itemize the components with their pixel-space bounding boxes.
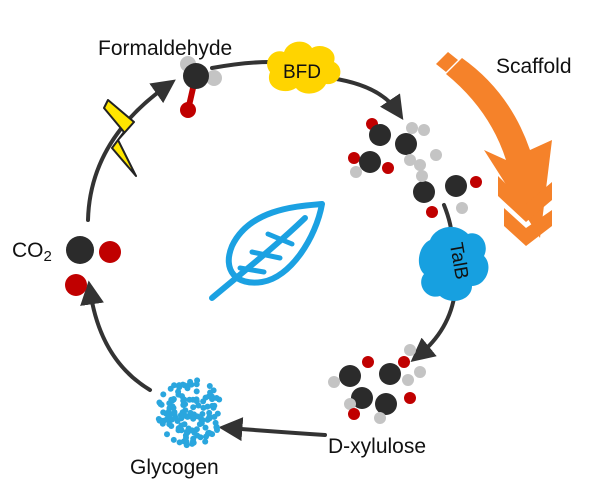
- talb-enzyme: TalB: [418, 226, 489, 301]
- glycogen-unit: [167, 385, 174, 392]
- formaldehyde-molecule: [180, 56, 222, 118]
- glycogen-unit: [180, 402, 187, 408]
- glycogen-unit: [160, 409, 167, 416]
- co2-label-subscript: 2: [43, 248, 52, 265]
- glycogen-unit: [181, 396, 188, 403]
- glycogen-unit: [156, 399, 163, 406]
- glycogen-unit: [164, 415, 171, 422]
- arrow-formaldehyde-to-bfd: [210, 60, 272, 70]
- co2-label-main: CO: [12, 239, 44, 262]
- bfd-enzyme: BFD: [267, 41, 341, 94]
- feather-icon: [209, 201, 325, 301]
- glycogen-unit: [175, 391, 182, 398]
- glycogen-unit: [183, 434, 189, 441]
- glycogen-unit: [190, 404, 197, 411]
- co2-molecule: [65, 236, 121, 296]
- glycogen-unit: [204, 403, 211, 410]
- glycogen-unit: [164, 431, 170, 438]
- scaffold-arrow-icon: [436, 52, 552, 246]
- glycogen-unit: [211, 402, 218, 409]
- glycogen-unit: [195, 402, 202, 409]
- lightning-icon: [103, 99, 137, 177]
- glycogen-unit: [170, 436, 177, 443]
- arrow-co2-to-formaldehyde: [86, 79, 176, 222]
- glycogen-unit: [190, 435, 197, 442]
- glycogen-unit: [199, 411, 206, 417]
- glycogen-unit: [193, 426, 200, 433]
- glycogen-unit: [174, 418, 181, 424]
- glycogen-unit: [184, 385, 191, 392]
- arrow-bfd-to-product: [328, 76, 404, 120]
- glycogen-unit: [202, 424, 209, 431]
- glycogen-unit: [193, 388, 200, 395]
- glycogen-unit: [168, 423, 175, 429]
- glycogen-unit: [212, 419, 219, 426]
- arrow-glycogen-to-co2: [80, 280, 152, 392]
- glycogen-unit: [171, 410, 178, 417]
- glycogen-unit: [181, 421, 188, 428]
- bfd-label: BFD: [283, 62, 321, 83]
- glycogen-unit: [205, 430, 212, 437]
- glycogen-unit: [210, 387, 217, 394]
- glycogen-unit: [177, 426, 184, 432]
- glycogen-unit: [165, 408, 172, 415]
- glycogen-icon: [155, 377, 223, 449]
- glycogen-unit: [176, 439, 183, 446]
- glycogen-unit: [187, 378, 194, 385]
- glycogen-unit: [183, 442, 190, 449]
- bfd-product-molecule: [348, 118, 482, 218]
- glycogen-unit: [168, 416, 175, 423]
- formaldehyde-label: Formaldehyde: [98, 37, 233, 60]
- glycogen-unit: [209, 396, 216, 403]
- glycogen-unit: [197, 434, 204, 441]
- glycogen-unit: [170, 404, 177, 411]
- glycogen-unit: [213, 395, 220, 401]
- glycogen-unit: [206, 413, 213, 420]
- scaffold-label: Scaffold: [496, 55, 572, 78]
- arrow-xylulose-to-glycogen: [218, 417, 327, 442]
- glycogen-unit: [170, 396, 177, 403]
- glycogen-unit: [193, 381, 200, 388]
- glycogen-unit: [193, 396, 200, 403]
- arrow-talb-to-xylulose: [410, 290, 457, 363]
- glycogen-unit: [160, 391, 167, 398]
- glycogen-unit: [199, 417, 206, 423]
- glycogen-unit: [202, 438, 209, 445]
- co2-label: CO2: [12, 240, 52, 264]
- glycogen-unit: [155, 416, 162, 422]
- xylulose-label: D-xylulose: [328, 435, 427, 458]
- glycogen-unit: [182, 412, 189, 419]
- glycogen-unit: [183, 428, 190, 435]
- xylulose-molecule: [328, 344, 426, 424]
- glycogen-unit: [206, 383, 213, 389]
- glycogen-label: Glycogen: [130, 456, 219, 479]
- glycogen-unit: [211, 413, 218, 420]
